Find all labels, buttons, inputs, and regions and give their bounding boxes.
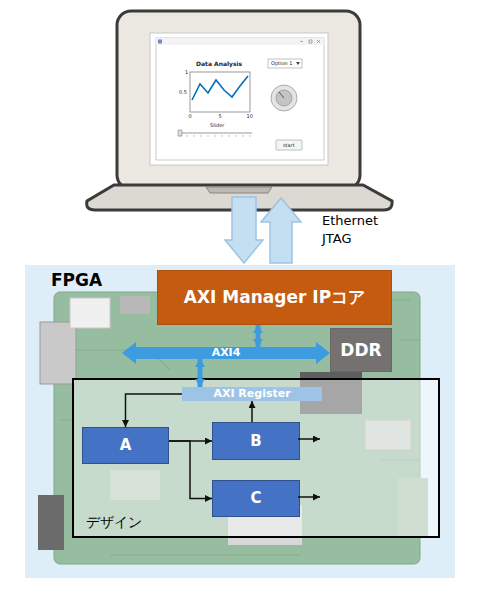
bus-band: AXI4 [122, 342, 330, 364]
process-box: C [212, 480, 300, 517]
connector [256, 325, 261, 347]
node-text: FPGA [51, 271, 102, 290]
axis-tick: 1 [185, 70, 188, 76]
bus-arrow [122, 342, 330, 364]
axis-tick: 0.5 [179, 90, 187, 96]
knob [276, 90, 292, 106]
slider-label: Slider [210, 123, 224, 129]
pcb-component [120, 296, 150, 314]
dropdown-text: Option 1 [271, 61, 292, 67]
node-text: C [250, 490, 261, 507]
dropdown-box [268, 59, 302, 68]
slider-track [178, 132, 252, 133]
laptop-notch [206, 187, 272, 193]
button-text: start [283, 143, 295, 149]
link-label: Ethernet JTAG [322, 212, 384, 247]
slider-thumb [178, 130, 182, 136]
down-link-arrow [225, 197, 263, 263]
chart-line [192, 76, 248, 100]
fpga-area [25, 265, 455, 578]
knob-ring [271, 85, 297, 111]
axis-tick: 10 [247, 114, 253, 120]
axis-tick: 0 [189, 114, 192, 120]
fpga-region: FPGA AXI Manager IPコア AXI4 DDR デザイン AXI Regis… [25, 265, 455, 578]
node-text: AXI Manager IPコア [184, 288, 365, 307]
connector [169, 441, 212, 499]
laptop-screen [150, 33, 328, 165]
window-controls [300, 40, 320, 43]
chart-axes [190, 72, 250, 112]
app-titlebar [156, 38, 324, 45]
laptop-lid [117, 11, 360, 189]
node-text: AXI4 [212, 347, 241, 359]
node-text: B [250, 433, 261, 450]
connector [126, 394, 183, 427]
pcb-port [40, 322, 76, 384]
process-box: B [212, 422, 300, 460]
knob-pointer [279, 92, 284, 98]
up-link-arrow [261, 198, 301, 263]
chart-title: Data Analysis [196, 61, 242, 68]
design-group: デザイン AXI RegisterA B C [72, 378, 440, 538]
register-bar: AXI Register [182, 387, 322, 401]
connector [169, 440, 212, 442]
pcb-connector [38, 495, 64, 550]
node-text: AXI Register [213, 388, 290, 400]
app-window [156, 38, 324, 160]
slider-ticks [180, 135, 250, 137]
axis-tick: 5 [219, 114, 222, 120]
connector [251, 401, 253, 422]
output-arrow [298, 438, 320, 440]
node-text: デザイン [86, 515, 142, 530]
dropdown-caret [296, 62, 300, 65]
app-icon [158, 40, 162, 44]
memory-box: DDR [330, 328, 392, 372]
node-text: DDR [340, 341, 381, 360]
output-arrow [298, 496, 320, 498]
node-text: A [120, 437, 132, 454]
process-box: A [82, 427, 169, 464]
ip-core-box: AXI Manager IPコア [157, 270, 392, 325]
pcb-component [70, 298, 110, 328]
start-button [276, 140, 302, 150]
connector [198, 359, 203, 387]
